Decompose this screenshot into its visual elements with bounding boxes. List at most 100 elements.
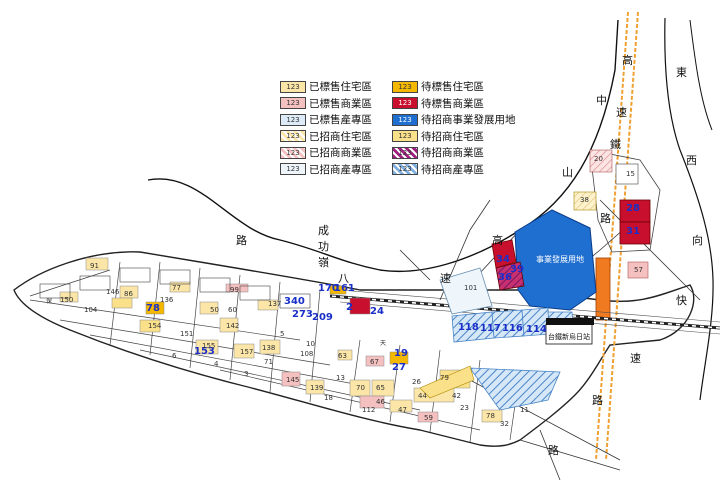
river-bank-far bbox=[689, 19, 713, 131]
legend-label: 待招商產專區 bbox=[421, 163, 484, 176]
river-bank-right bbox=[664, 17, 714, 401]
legend-swatch: 123 bbox=[392, 146, 418, 159]
parcel-number: 137 bbox=[268, 300, 282, 308]
label-xiang: 向 bbox=[692, 234, 703, 247]
num-34: 34 bbox=[496, 254, 510, 265]
label-lu3: 路 bbox=[592, 394, 603, 407]
parcel-number: 112 bbox=[362, 406, 376, 414]
parcel-number: 5 bbox=[280, 330, 285, 338]
label-chenggong-3: 嶺 bbox=[318, 256, 329, 269]
block-101 bbox=[439, 267, 493, 315]
ind-block-lower bbox=[469, 367, 561, 411]
parcel-number: 146 bbox=[106, 288, 120, 296]
parcel-number: 46 bbox=[376, 398, 385, 406]
parcel-number: 4 bbox=[214, 360, 219, 368]
num-31: 31 bbox=[626, 226, 640, 237]
label-chenggong-1: 成 bbox=[318, 224, 329, 237]
legend-label: 待招商商業區 bbox=[421, 147, 484, 159]
num-340: 340 bbox=[284, 296, 305, 307]
num-153: 153 bbox=[194, 346, 215, 357]
legend-swatch: 123 bbox=[392, 130, 418, 142]
num-24: 24 bbox=[370, 306, 384, 317]
left-block-outlines bbox=[39, 267, 311, 309]
yellow-hatch-38 bbox=[573, 191, 597, 211]
label-station: 台鐵新烏日站 bbox=[548, 333, 590, 341]
label-dong: 東 bbox=[676, 66, 687, 79]
label-su3: 速 bbox=[630, 352, 641, 365]
legend-label: 已招商住宅區 bbox=[309, 130, 372, 143]
red-block-34 bbox=[491, 239, 517, 269]
num-118: 118 bbox=[458, 322, 479, 333]
legend-label: 已標售產專區 bbox=[309, 114, 372, 126]
label-su-1: 速 bbox=[616, 106, 627, 119]
label-business-dev: 事業發展用地 bbox=[536, 255, 584, 264]
label-su2: 速 bbox=[440, 272, 451, 285]
legend-label: 已標售住宅區 bbox=[309, 81, 372, 93]
parcel-number: 50 bbox=[210, 306, 219, 314]
parcel-number: 79 bbox=[440, 374, 449, 382]
num-57: 57 bbox=[634, 266, 643, 274]
label-lu4: 路 bbox=[548, 444, 559, 457]
num-20: 20 bbox=[594, 155, 603, 163]
legend-swatch: 123 bbox=[280, 130, 306, 142]
legend-label: 待招商事業發展用地 bbox=[421, 114, 516, 126]
parcel-number: 3 bbox=[244, 370, 249, 378]
parcel-number: 42 bbox=[452, 392, 461, 400]
parcel-number: 108 bbox=[300, 350, 314, 358]
parcel-number: 145 bbox=[286, 376, 300, 384]
right-blocks bbox=[589, 149, 661, 253]
legend-swatch: 123 bbox=[392, 80, 418, 93]
num-116: 116 bbox=[502, 323, 523, 334]
label-chenggong-2: 功 bbox=[318, 240, 329, 253]
label-101: 101 bbox=[464, 284, 478, 292]
label-ba: 八 bbox=[338, 272, 349, 285]
river-bank-left bbox=[147, 19, 619, 273]
parcel-number: 67 bbox=[370, 358, 379, 366]
label-lu-2: 路 bbox=[600, 212, 611, 225]
num-161: 161 bbox=[334, 283, 355, 294]
label-zhong: 中 bbox=[596, 94, 607, 107]
legend-label: 待招商住宅區 bbox=[421, 130, 484, 143]
parcel-number: 78 bbox=[486, 412, 495, 420]
parcel-number: 70 bbox=[356, 384, 365, 392]
parcel-number: 154 bbox=[148, 322, 162, 330]
label-lu1: 路 bbox=[236, 234, 247, 247]
label-tie: 鐵 bbox=[610, 138, 621, 151]
num-27: 27 bbox=[392, 362, 406, 373]
parcel-number: 23 bbox=[460, 404, 469, 412]
parcel-number: 60 bbox=[228, 306, 237, 314]
parcel-number: 91 bbox=[90, 262, 99, 270]
parcel-number: 6 bbox=[172, 352, 177, 360]
parcel-number: 77 bbox=[172, 284, 181, 292]
parcel-number: 155 bbox=[202, 342, 216, 350]
num-114: 114 bbox=[526, 324, 547, 335]
legend-swatch: 123 bbox=[392, 113, 418, 126]
block-15 bbox=[615, 163, 639, 185]
label-baohe: 保 bbox=[46, 298, 53, 305]
parcel-number: 139 bbox=[310, 384, 324, 392]
parcel-number: 47 bbox=[398, 406, 407, 414]
label-gao2: 高 bbox=[492, 234, 503, 247]
parcel-number: 138 bbox=[262, 344, 276, 352]
label-shan: 山 bbox=[562, 166, 573, 179]
red-block-31 bbox=[619, 221, 651, 245]
legend-label: 已標售商業區 bbox=[309, 97, 372, 110]
legend-swatch: 123 bbox=[280, 146, 306, 159]
parcel-number: 26 bbox=[412, 378, 421, 386]
parcel-number: 104 bbox=[84, 306, 98, 314]
legend-swatch: 123 bbox=[392, 97, 418, 109]
yellow-parcel-79 bbox=[419, 365, 475, 399]
